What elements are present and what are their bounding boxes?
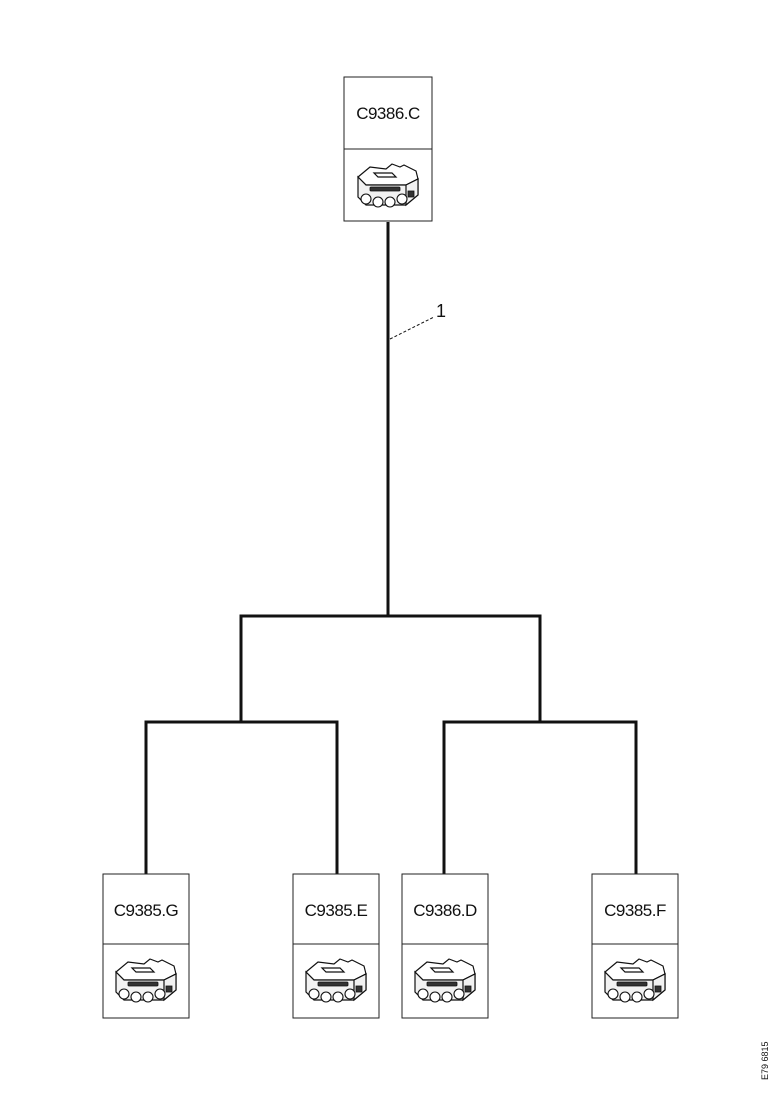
- connector-icon: [604, 958, 666, 1003]
- wire-branch-left: [144, 720, 339, 874]
- wire-branch-right: [442, 720, 638, 874]
- wire-harness: [144, 222, 638, 874]
- connector-icon: [357, 163, 419, 208]
- connector-label: C9385.G: [114, 901, 179, 920]
- connector-icon: [115, 958, 177, 1003]
- callout-label: 1: [436, 301, 446, 321]
- connector-child-g: C9385.G: [102, 873, 190, 1019]
- connector-label: C9385.F: [604, 901, 666, 920]
- wire-branch-top: [239, 614, 542, 722]
- connector-root: C9386.C: [343, 76, 433, 222]
- connector-label: C9386.C: [356, 104, 420, 123]
- connector-label: C9385.E: [305, 901, 368, 920]
- connector-label-box: [401, 873, 489, 945]
- connector-icon: [414, 958, 476, 1003]
- connector-child-e: C9385.E: [292, 873, 380, 1019]
- connector-label-box: [591, 873, 679, 945]
- reference-code: E79 6815: [760, 1041, 770, 1080]
- connector-label: C9386.D: [413, 901, 477, 920]
- connector-icon: [305, 958, 367, 1003]
- callout-leader: [389, 316, 435, 340]
- connector-child-f: C9385.F: [591, 873, 679, 1019]
- connector-child-d: C9386.D: [401, 873, 489, 1019]
- connector-label-box: [292, 873, 380, 945]
- wire-callout: 1: [389, 301, 446, 340]
